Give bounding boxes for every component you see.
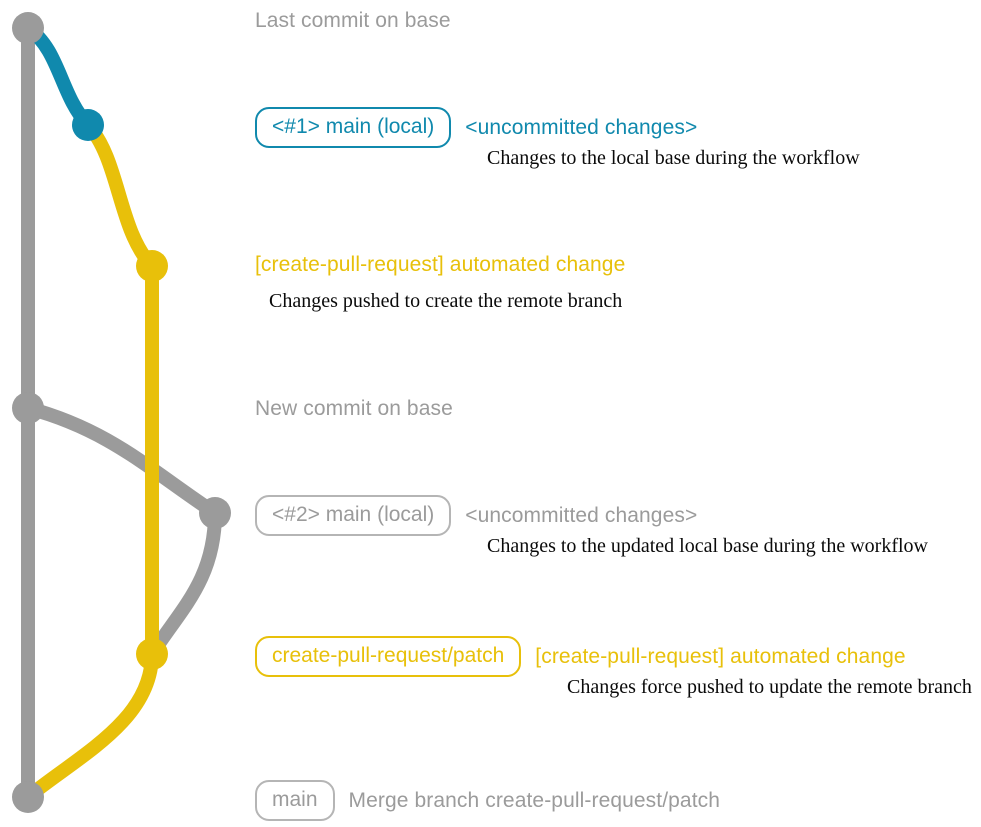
commit-subject: [create-pull-request] automated change	[255, 253, 626, 276]
commit-node-new-commit-on-base[interactable]	[12, 392, 44, 424]
commit-node-local-2[interactable]	[199, 497, 231, 529]
ref-badge-main[interactable]: main	[255, 780, 335, 821]
commit-subject: New commit on base	[255, 397, 453, 420]
commit-node-automated-change-1[interactable]	[136, 250, 168, 282]
commit-row-automated-change-1: [create-pull-request] automated change	[255, 252, 625, 278]
commit-description-automated-change-2: Changes force pushed to update the remot…	[567, 676, 972, 698]
edge-local1-to-patch1	[81, 118, 159, 273]
commit-row-merge: main Merge branch create-pull-request/pa…	[255, 780, 720, 821]
ref-badge-main-local-2[interactable]: <#2> main (local)	[255, 495, 452, 536]
commit-node-local-1[interactable]	[72, 109, 104, 141]
commit-row-local-2: <#2> main (local) <uncommitted changes>	[255, 495, 697, 536]
commit-subject: [create-pull-request] automated change	[535, 645, 906, 668]
edge-local2-to-patch2	[145, 506, 222, 661]
commit-row-new-commit-on-base: New commit on base	[255, 396, 453, 422]
commit-description-local-2: Changes to the updated local base during…	[487, 535, 928, 557]
commit-description-automated-change-1: Changes pushed to create the remote bran…	[269, 290, 623, 312]
commit-row-last-commit-on-base: Last commit on base	[255, 8, 451, 34]
commit-node-merge[interactable]	[12, 781, 44, 813]
edge-patch2-to-merge	[21, 647, 159, 804]
commit-subject: Last commit on base	[255, 9, 451, 32]
commit-description-local-1: Changes to the local base during the wor…	[487, 147, 860, 169]
edge-base-to-local1	[21, 21, 95, 132]
ref-badge-create-pull-request-patch[interactable]: create-pull-request/patch	[255, 636, 522, 677]
commit-row-local-1: <#1> main (local) <uncommitted changes>	[255, 107, 697, 148]
commit-node-last-commit-on-base[interactable]	[12, 12, 44, 44]
commit-subject: Merge branch create-pull-request/patch	[348, 789, 721, 812]
commit-node-automated-change-2[interactable]	[136, 638, 168, 670]
commit-subject: <uncommitted changes>	[465, 116, 698, 139]
commit-subject: <uncommitted changes>	[465, 504, 698, 527]
commit-row-automated-change-2: create-pull-request/patch [create-pull-r…	[255, 636, 906, 677]
ref-badge-main-local-1[interactable]: <#1> main (local)	[255, 107, 452, 148]
edge-base-to-local2	[21, 401, 222, 520]
